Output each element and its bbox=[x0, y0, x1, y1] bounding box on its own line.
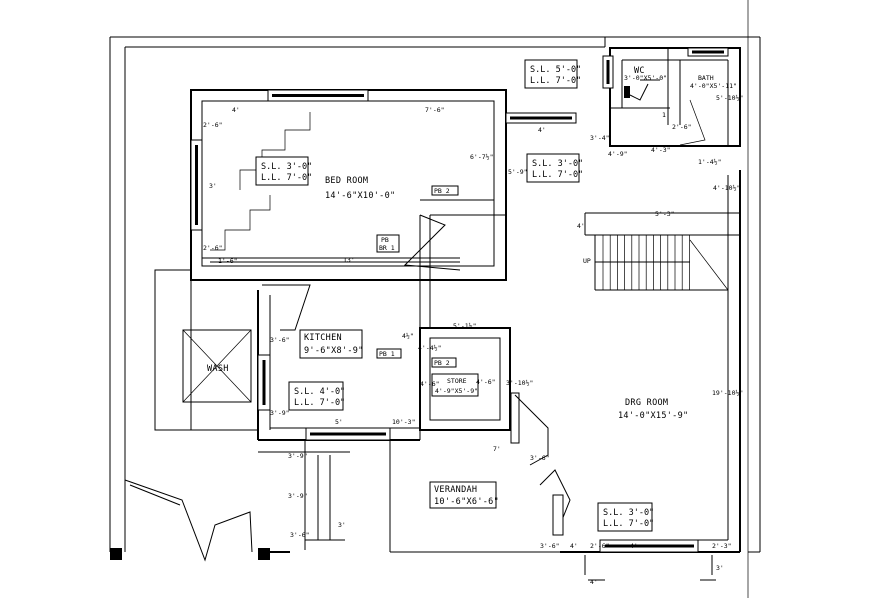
dim: 4'-9" bbox=[608, 150, 628, 158]
door-swings bbox=[403, 83, 649, 536]
drawing-room-walls bbox=[389, 170, 741, 553]
tag-pb1: PB 1 bbox=[379, 350, 395, 358]
store-size: 4'-9"X5'-9" bbox=[435, 387, 478, 395]
dim: 3'-9" bbox=[288, 452, 308, 460]
dim: 3'-10½" bbox=[506, 379, 533, 387]
kitchen-window bbox=[257, 354, 271, 411]
dim: 3'-4" bbox=[590, 134, 610, 142]
wash-name: WASH bbox=[207, 364, 229, 374]
note-2-ll: L.L. 7'-0" bbox=[261, 173, 312, 183]
dim: 4' bbox=[570, 542, 578, 550]
store-name: STORE bbox=[447, 377, 467, 385]
dim: 7' bbox=[493, 445, 501, 453]
corridor-window bbox=[505, 112, 577, 124]
bed-room-window-top bbox=[267, 89, 369, 102]
sheet-frame bbox=[109, 0, 761, 598]
dim: 10'-3" bbox=[392, 418, 415, 426]
note-4-sl: S.L. 4'-0" bbox=[294, 387, 345, 397]
stair-flight bbox=[584, 212, 740, 291]
dim: 3' bbox=[209, 182, 217, 190]
dim: 5'-10½" bbox=[716, 94, 743, 102]
dim: 4' bbox=[538, 126, 546, 134]
dim: 4'-4½" bbox=[418, 344, 441, 352]
dim: 3'-6" bbox=[540, 542, 560, 550]
gate-stubs bbox=[584, 555, 716, 581]
wc-bath-block bbox=[602, 47, 741, 147]
store-walls bbox=[419, 327, 511, 431]
dim: 1'-6" bbox=[218, 257, 238, 265]
dim: 13' bbox=[343, 256, 355, 264]
bath-name: BATH bbox=[698, 74, 714, 82]
dim: 19'-10½" bbox=[712, 389, 743, 397]
note-4-ll: L.L. 7'-0" bbox=[294, 398, 345, 408]
dim: 3' bbox=[338, 521, 346, 529]
tag-pb2-store: PB 2 bbox=[434, 359, 450, 367]
drawing-room-window bbox=[599, 539, 699, 553]
verandah-walls bbox=[110, 440, 350, 562]
wc-name: WC bbox=[634, 66, 645, 76]
bed-room-size: 14'-6"X10'-0" bbox=[325, 191, 395, 201]
bed-room-window-left bbox=[190, 139, 203, 231]
bed-room-name: BED ROOM bbox=[325, 176, 368, 186]
dim: 2'-6" bbox=[672, 123, 692, 131]
dim: 4'-3" bbox=[651, 146, 671, 154]
tags: PB 2 PB BR 1 PB 1 PB 2 UP bbox=[376, 185, 591, 368]
kitchen-name: KITCHEN bbox=[304, 333, 342, 343]
kitchen-bottom-window bbox=[305, 427, 391, 441]
dim: 4'-6" bbox=[420, 380, 440, 388]
dim: 5'-3" bbox=[655, 210, 675, 218]
note-3-sl: S.L. 3'-0" bbox=[532, 159, 583, 169]
tag-up: UP bbox=[583, 257, 591, 265]
dim: 3' bbox=[716, 564, 724, 572]
verandah-size: 10'-6"X6'-6" bbox=[434, 497, 499, 507]
dim: 1' bbox=[662, 111, 670, 119]
note-5-ll: L.L. 7'-0" bbox=[603, 519, 654, 529]
dim: 4½" bbox=[402, 332, 414, 340]
room-labels: BED ROOM 14'-6"X10'-0" KITCHEN 9'-6"X8'-… bbox=[207, 66, 737, 509]
note-5-sl: S.L. 3'-0" bbox=[603, 508, 654, 518]
dim: 6'-7½" bbox=[470, 153, 493, 161]
dim: 4' bbox=[590, 578, 598, 586]
dim: 1'-4½" bbox=[698, 158, 721, 166]
dimension-texts: 4' 7'-6" 2'-6" 3' 2'-6" 6'-7½" 13' 1'-6"… bbox=[203, 94, 743, 586]
dim: 4'-6" bbox=[476, 378, 496, 386]
wc-size: 3'-0"X5'-0" bbox=[624, 74, 667, 82]
dim: 4'-10½" bbox=[713, 184, 740, 192]
drg-room-name: DRG ROOM bbox=[625, 398, 668, 408]
tag-br1: BR 1 bbox=[379, 244, 395, 252]
dim: 2'-6" bbox=[590, 542, 610, 550]
dim: 4' bbox=[630, 542, 638, 550]
dim: 2'-3" bbox=[712, 542, 732, 550]
note-1-ll: L.L. 7'-0" bbox=[530, 76, 581, 86]
tag-pb2-top: PB 2 bbox=[434, 187, 450, 195]
dim: 7'-6" bbox=[425, 106, 445, 114]
note-3-ll: L.L. 7'-0" bbox=[532, 170, 583, 180]
wash-area bbox=[154, 269, 258, 431]
dim: 3'-6" bbox=[290, 531, 310, 539]
drg-room-size: 14'-0"X15'-9" bbox=[618, 411, 688, 421]
dim: 3'-6" bbox=[530, 454, 550, 462]
tag-pb: PB bbox=[381, 236, 389, 244]
dim: 3'-6" bbox=[270, 336, 290, 344]
dim: 5'-1½" bbox=[453, 322, 476, 330]
verandah-name: VERANDAH bbox=[434, 485, 477, 495]
dim: 3'-9" bbox=[288, 492, 308, 500]
dim: 4' bbox=[577, 222, 585, 230]
note-1-sl: S.L. 5'-0" bbox=[530, 65, 581, 75]
dim: 3'-9" bbox=[270, 409, 290, 417]
note-2-sl: S.L. 3'-0" bbox=[261, 162, 312, 172]
dim: 2'-6" bbox=[203, 121, 223, 129]
kitchen-size: 9'-6"X8'-9" bbox=[304, 346, 364, 356]
bath-size: 4'-0"X5'-11" bbox=[690, 82, 737, 90]
dim: 5'-9" bbox=[508, 168, 528, 176]
dim: 5' bbox=[335, 418, 343, 426]
sill-lintel-notes: S.L. 5'-0" L.L. 7'-0" S.L. 3'-0" L.L. 7'… bbox=[255, 59, 654, 532]
dim: 4' bbox=[232, 106, 240, 114]
dim: 2'-6" bbox=[203, 244, 223, 252]
